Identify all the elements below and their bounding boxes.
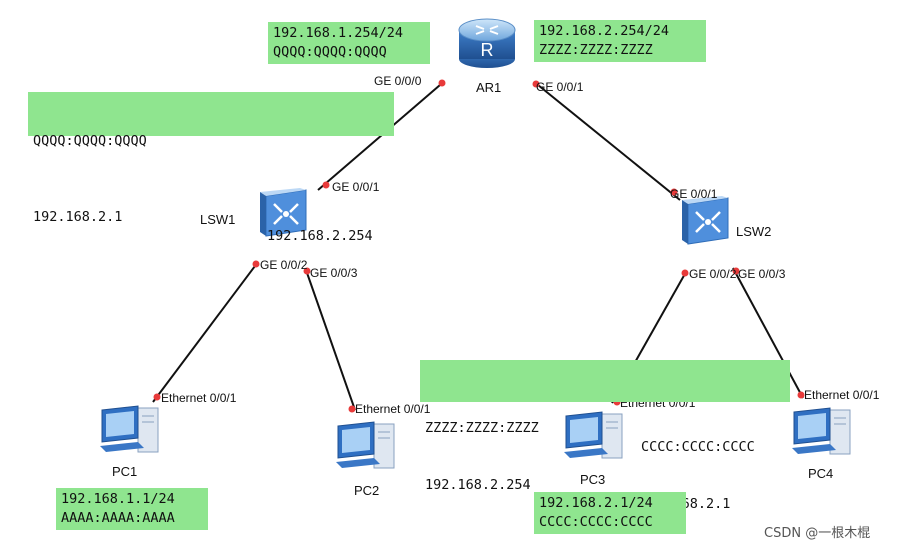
link-lsw2-pc4 [732, 267, 804, 399]
port-label-lsw1-p2: GE 0/0/2 [260, 258, 308, 272]
pc-icon-pc2[interactable] [334, 418, 400, 474]
port-dot [732, 267, 740, 275]
port-label-lsw2-up: GE 0/0/1 [670, 187, 718, 201]
note-line: CCCC:CCCC:CCCC [641, 439, 755, 455]
switch-icon-lsw1[interactable] [258, 188, 314, 238]
link-lsw1-pc2 [305, 269, 356, 411]
router-label: AR1 [476, 80, 502, 95]
port-label-lsw1-up: GE 0/0/1 [332, 180, 380, 194]
router-icon[interactable]: R [456, 12, 518, 74]
pc-label-pc1: PC1 [112, 464, 138, 479]
note-line: CCCC:CCCC:CCCC [539, 514, 653, 530]
pc-label-pc2: PC2 [354, 483, 380, 498]
port-dot [303, 267, 311, 275]
port-label-ar1-g0: GE 0/0/0 [374, 74, 422, 88]
port-label-ar1-g1: GE 0/0/1 [536, 80, 584, 94]
port-label-lsw1-p3: GE 0/0/3 [310, 266, 358, 280]
switch-label-lsw1: LSW1 [200, 212, 236, 227]
port-dot [438, 79, 446, 87]
port-dot [153, 393, 161, 401]
svg-text:R: R [481, 40, 494, 60]
note-line: 192.168.2.254/24 [539, 23, 670, 39]
pc-icon-pc3[interactable] [562, 408, 628, 464]
note-line: ZZZZ:ZZZZ:ZZZZ [539, 42, 653, 58]
note-line: 192.168.2.254 [425, 477, 531, 493]
port-dot [681, 269, 689, 277]
port-label-lsw2-p2: GE 0/0/2 [689, 267, 737, 281]
pc-label-pc4: PC4 [808, 466, 834, 481]
pc-icon-pc4[interactable] [790, 404, 856, 460]
pc-icon-pc1[interactable] [98, 402, 164, 458]
port-label-lsw2-p3: GE 0/0/3 [738, 267, 786, 281]
port-dot [252, 260, 260, 268]
port-label-pc1-eth: Ethernet 0/0/1 [161, 391, 237, 405]
note-line: ZZZZ:ZZZZ:ZZZZ [425, 420, 539, 436]
note-line: 192.168.2.1/24 [539, 495, 653, 511]
note-line: 192.168.2.1 [33, 209, 123, 225]
link-ar1-lsw1 [317, 84, 441, 191]
port-dot [532, 80, 540, 88]
note-line: 192.168.2.254 [267, 228, 373, 244]
note-mid-block: ZZZZ:ZZZZ:ZZZZ CCCC:CCCC:CCCC 192.168.2.… [420, 360, 790, 512]
pc-label-pc3: PC3 [580, 472, 606, 487]
port-dot [797, 391, 805, 399]
port-label-pc4-eth: Ethernet 0/0/1 [804, 388, 880, 402]
note-line: 192.168.1.1/24 [61, 491, 175, 507]
port-dot [670, 188, 678, 196]
note-line: QQQQ:QQQQ:QQQQ [273, 44, 387, 60]
switch-label-lsw2: LSW2 [736, 224, 772, 239]
switch-icon-lsw2[interactable] [680, 196, 736, 246]
port-dot [322, 181, 330, 189]
link-ar1-lsw2 [537, 84, 681, 201]
port-dot [348, 405, 356, 413]
note-line: AAAA:AAAA:AAAA [61, 510, 175, 526]
watermark: CSDN @一根木棍 [764, 526, 871, 541]
note-line: QQQQ:QQQQ:QQQQ [33, 133, 147, 149]
port-label-pc2-eth: Ethernet 0/0/1 [355, 402, 431, 416]
note-left-block: QQQQ:QQQQ:QQQQ 192.168.2.1 192.168.2.254 [28, 92, 394, 244]
note-line: 192.168.1.254/24 [273, 25, 404, 41]
link-lsw1-pc1 [152, 261, 259, 403]
